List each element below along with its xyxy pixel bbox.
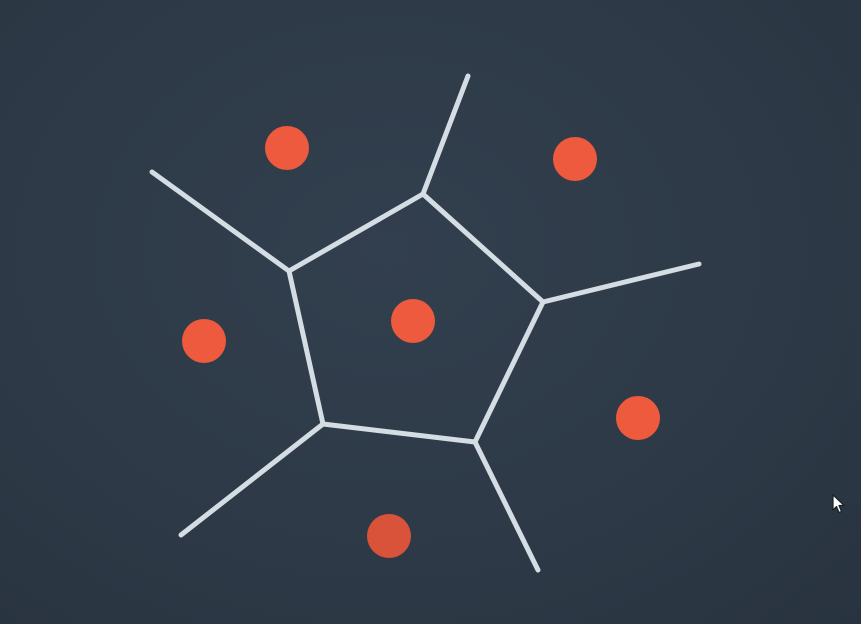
site-left: [182, 319, 226, 363]
site-top-right: [553, 137, 597, 181]
site-center: [391, 299, 435, 343]
edge-ray-top-left: [149, 169, 292, 274]
site-right: [616, 396, 660, 440]
edge-ray-top: [420, 73, 471, 197]
edge-ray-right: [540, 261, 702, 305]
site-bottom: [367, 514, 411, 558]
arrow-pointer-icon: [832, 494, 845, 514]
edge-ray-bottom-left: [178, 421, 326, 538]
edge-ray-bottom-right: [472, 439, 541, 573]
central-cell-boundary: [286, 191, 546, 445]
site-top-left: [265, 126, 309, 170]
